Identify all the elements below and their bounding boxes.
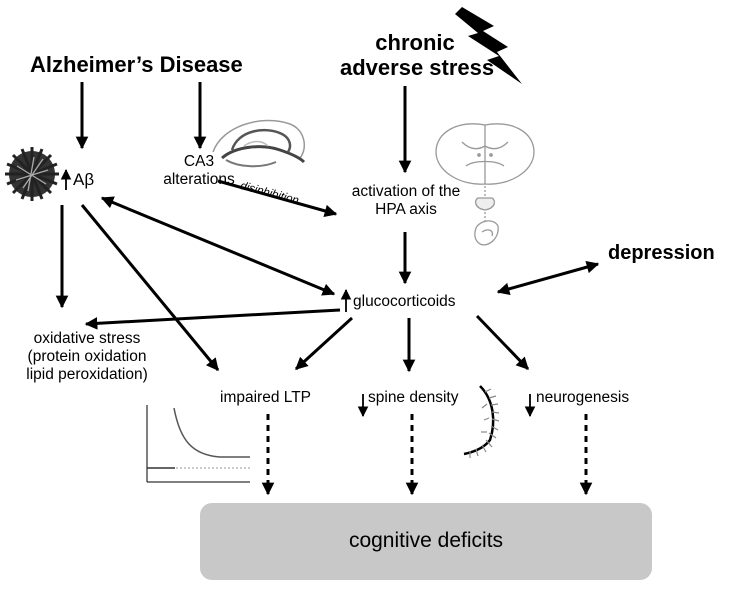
hpa-axis-label: activation of the HPA axis (332, 183, 480, 219)
ltp-decay-graph-icon (146, 405, 250, 483)
arrow-glucocorticoids-to-oxidative (84, 308, 341, 330)
oxidative-line1: oxidative stress (33, 330, 141, 347)
arrows (55, 82, 600, 373)
chronic-stress-label: chronic adverse stress (340, 30, 495, 81)
arrow-abeta-glucocorticoids (100, 196, 336, 296)
dendrite-spines-icon (463, 385, 500, 458)
brain-section-icon (435, 123, 535, 246)
arrow-glucocorticoids-to-neurogenesis (475, 314, 530, 371)
depression-label: depression (608, 242, 715, 264)
indicator-arrows (60, 168, 536, 418)
cognitive-deficits-box: cognitive deficits (200, 503, 652, 580)
chronic-stress-line2: adverse stress (340, 55, 495, 81)
spine-density-label: spine density (368, 389, 459, 406)
lightning-bolt-icon (455, 7, 522, 84)
impaired-ltp-label: impaired LTP (220, 389, 312, 406)
hippocampus-icon (212, 119, 306, 168)
hpa-line1: activation of the (351, 183, 461, 200)
hpa-line2: HPA axis (375, 200, 437, 218)
alzheimers-disease-label: Alzheimer’s Disease (30, 52, 243, 77)
neurogenesis-label: neurogenesis (536, 389, 630, 406)
cognitive-deficits-label: cognitive deficits (348, 529, 504, 552)
oxidative-stress-label: oxidative stress (protein oxidation lipi… (12, 330, 162, 383)
amyloid-plaque-icon (5, 147, 59, 201)
ca3-line2: alterations (163, 170, 235, 188)
ca3-alterations-label: CA3 alterations (148, 153, 250, 189)
arrow-glucocorticoids-to-ltp (294, 316, 354, 371)
ca3-line1: CA3 (183, 153, 215, 170)
chronic-stress-line1: chronic (375, 30, 455, 55)
dashed-arrows (261, 414, 593, 496)
arrow-depression-glucocorticoids (496, 260, 600, 296)
abeta-label: Aβ (73, 170, 95, 189)
arrow-abeta-to-ltp (80, 204, 220, 371)
glucocorticoids-label: glucocorticoids (353, 293, 456, 310)
oxidative-line3: lipid peroxidation) (26, 365, 148, 383)
oxidative-line2: (protein oxidation (27, 347, 147, 365)
